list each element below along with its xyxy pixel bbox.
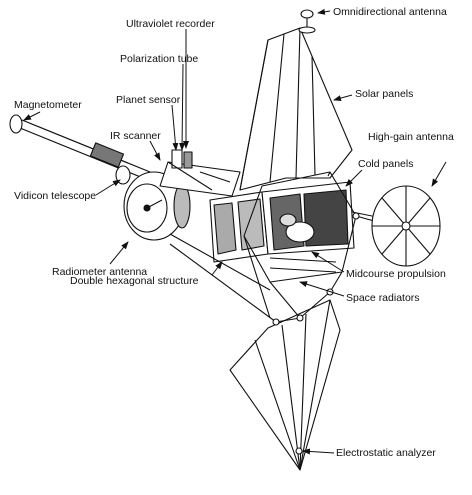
label-cold-panels: Cold panels bbox=[358, 158, 414, 170]
omnidirectional-antenna bbox=[298, 9, 316, 34]
label-high-gain-antenna: High-gain antenna bbox=[368, 131, 454, 143]
upper-solar-panel bbox=[239, 27, 353, 191]
label-polarization-tube: Polarization tube bbox=[120, 53, 199, 65]
label-electrostatic-analyzer: Electrostatic analyzer bbox=[336, 447, 436, 459]
label-magnetometer: Magnetometer bbox=[14, 99, 82, 111]
leader-lines bbox=[23, 8, 447, 455]
radiometer-dish bbox=[123, 171, 191, 241]
label-planet-sensor: Planet sensor bbox=[116, 94, 181, 106]
label-space-radiators: Space radiators bbox=[346, 292, 420, 304]
label-ultraviolet-recorder: Ultraviolet recorder bbox=[126, 18, 215, 30]
magnetometer-boom bbox=[9, 114, 151, 185]
label-double-hexagonal-structure: Double hexagonal structure bbox=[70, 275, 199, 287]
label-vidicon-telescope: Vidicon telescope bbox=[14, 190, 97, 202]
label-omnidirectional-antenna: Omnidirectional antenna bbox=[333, 6, 447, 18]
label-midcourse-propulsion: Midcourse propulsion bbox=[346, 268, 446, 280]
label-radiometer-antenna: Radiometer antenna bbox=[52, 266, 148, 278]
high-gain-antenna bbox=[371, 185, 441, 267]
lower-solar-panel bbox=[229, 299, 341, 471]
label-solar-panels: Solar panels bbox=[355, 88, 414, 100]
label-ir-scanner: IR scanner bbox=[110, 130, 161, 142]
electrostatic-analyzer bbox=[295, 447, 303, 455]
spacecraft-bus bbox=[209, 181, 355, 273]
